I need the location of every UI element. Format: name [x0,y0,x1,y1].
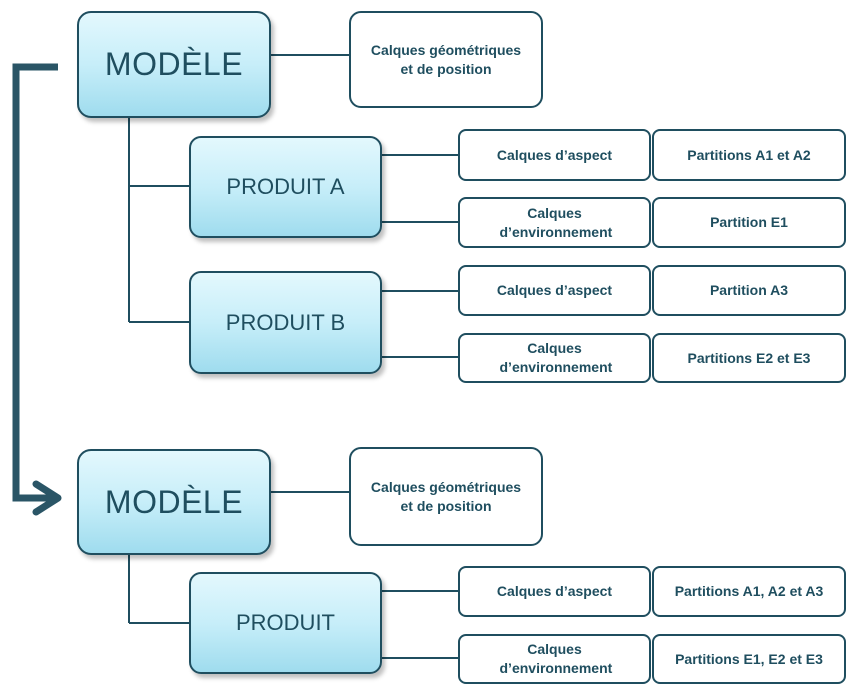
product-environment-box: Calques d’environnement [458,634,651,684]
product-a-environment-partitions-label: Partition E1 [710,214,788,231]
bottom-geometry-label: Calques géométriques et de position [370,478,522,514]
product-a-aspect-partitions-box: Partitions A1 et A2 [652,129,846,181]
product-a-environment-box: Calques d’environnement [458,197,651,248]
product-a-environment-partitions-box: Partition E1 [652,197,846,248]
product-a-aspect-label: Calques d’aspect [496,146,613,163]
product-b-aspect-box: Calques d’aspect [458,265,651,316]
product-environment-partitions-box: Partitions E1, E2 et E3 [652,634,846,684]
product-b-aspect-partitions-label: Partition A3 [709,282,789,299]
product-aspect-partitions-label: Partitions A1, A2 et A3 [674,583,824,600]
top-geometry-box: Calques géométriques et de position [349,11,543,108]
bottom-geometry-box: Calques géométriques et de position [349,447,543,546]
product-b-environment-partitions-label: Partitions E2 et E3 [687,349,811,366]
product-b-aspect-label: Calques d’aspect [496,282,613,299]
product-environment-partitions-label: Partitions E1, E2 et E3 [675,650,823,667]
product-b-label: PRODUIT B [225,309,346,335]
product-box: PRODUIT [189,572,382,674]
product-a-label: PRODUIT A [226,174,345,199]
product-aspect-label: Calques d’aspect [496,583,613,600]
product-aspect-partitions-box: Partitions A1, A2 et A3 [652,566,846,617]
product-a-box: PRODUIT A [189,136,382,238]
product-b-box: PRODUIT B [189,271,382,374]
top-model-box: MODÈLE [77,11,271,118]
product-label: PRODUIT [236,610,335,635]
product-aspect-box: Calques d’aspect [458,566,651,617]
top-model-label: MODÈLE [104,46,244,82]
product-environment-label: Calques d’environnement [499,641,613,676]
product-a-aspect-box: Calques d’aspect [458,129,651,181]
product-b-environment-partitions-box: Partitions E2 et E3 [652,333,846,383]
bottom-model-label: MODÈLE [104,483,244,520]
product-a-aspect-partitions-label: Partitions A1 et A2 [687,146,811,163]
bottom-model-box: MODÈLE [77,449,271,555]
product-b-environment-label: Calques d’environnement [499,340,613,375]
product-b-environment-box: Calques d’environnement [458,333,651,383]
top-geometry-label: Calques géométriques et de position [370,41,522,77]
product-a-environment-label: Calques d’environnement [499,204,613,240]
product-b-aspect-partitions-box: Partition A3 [652,265,846,316]
